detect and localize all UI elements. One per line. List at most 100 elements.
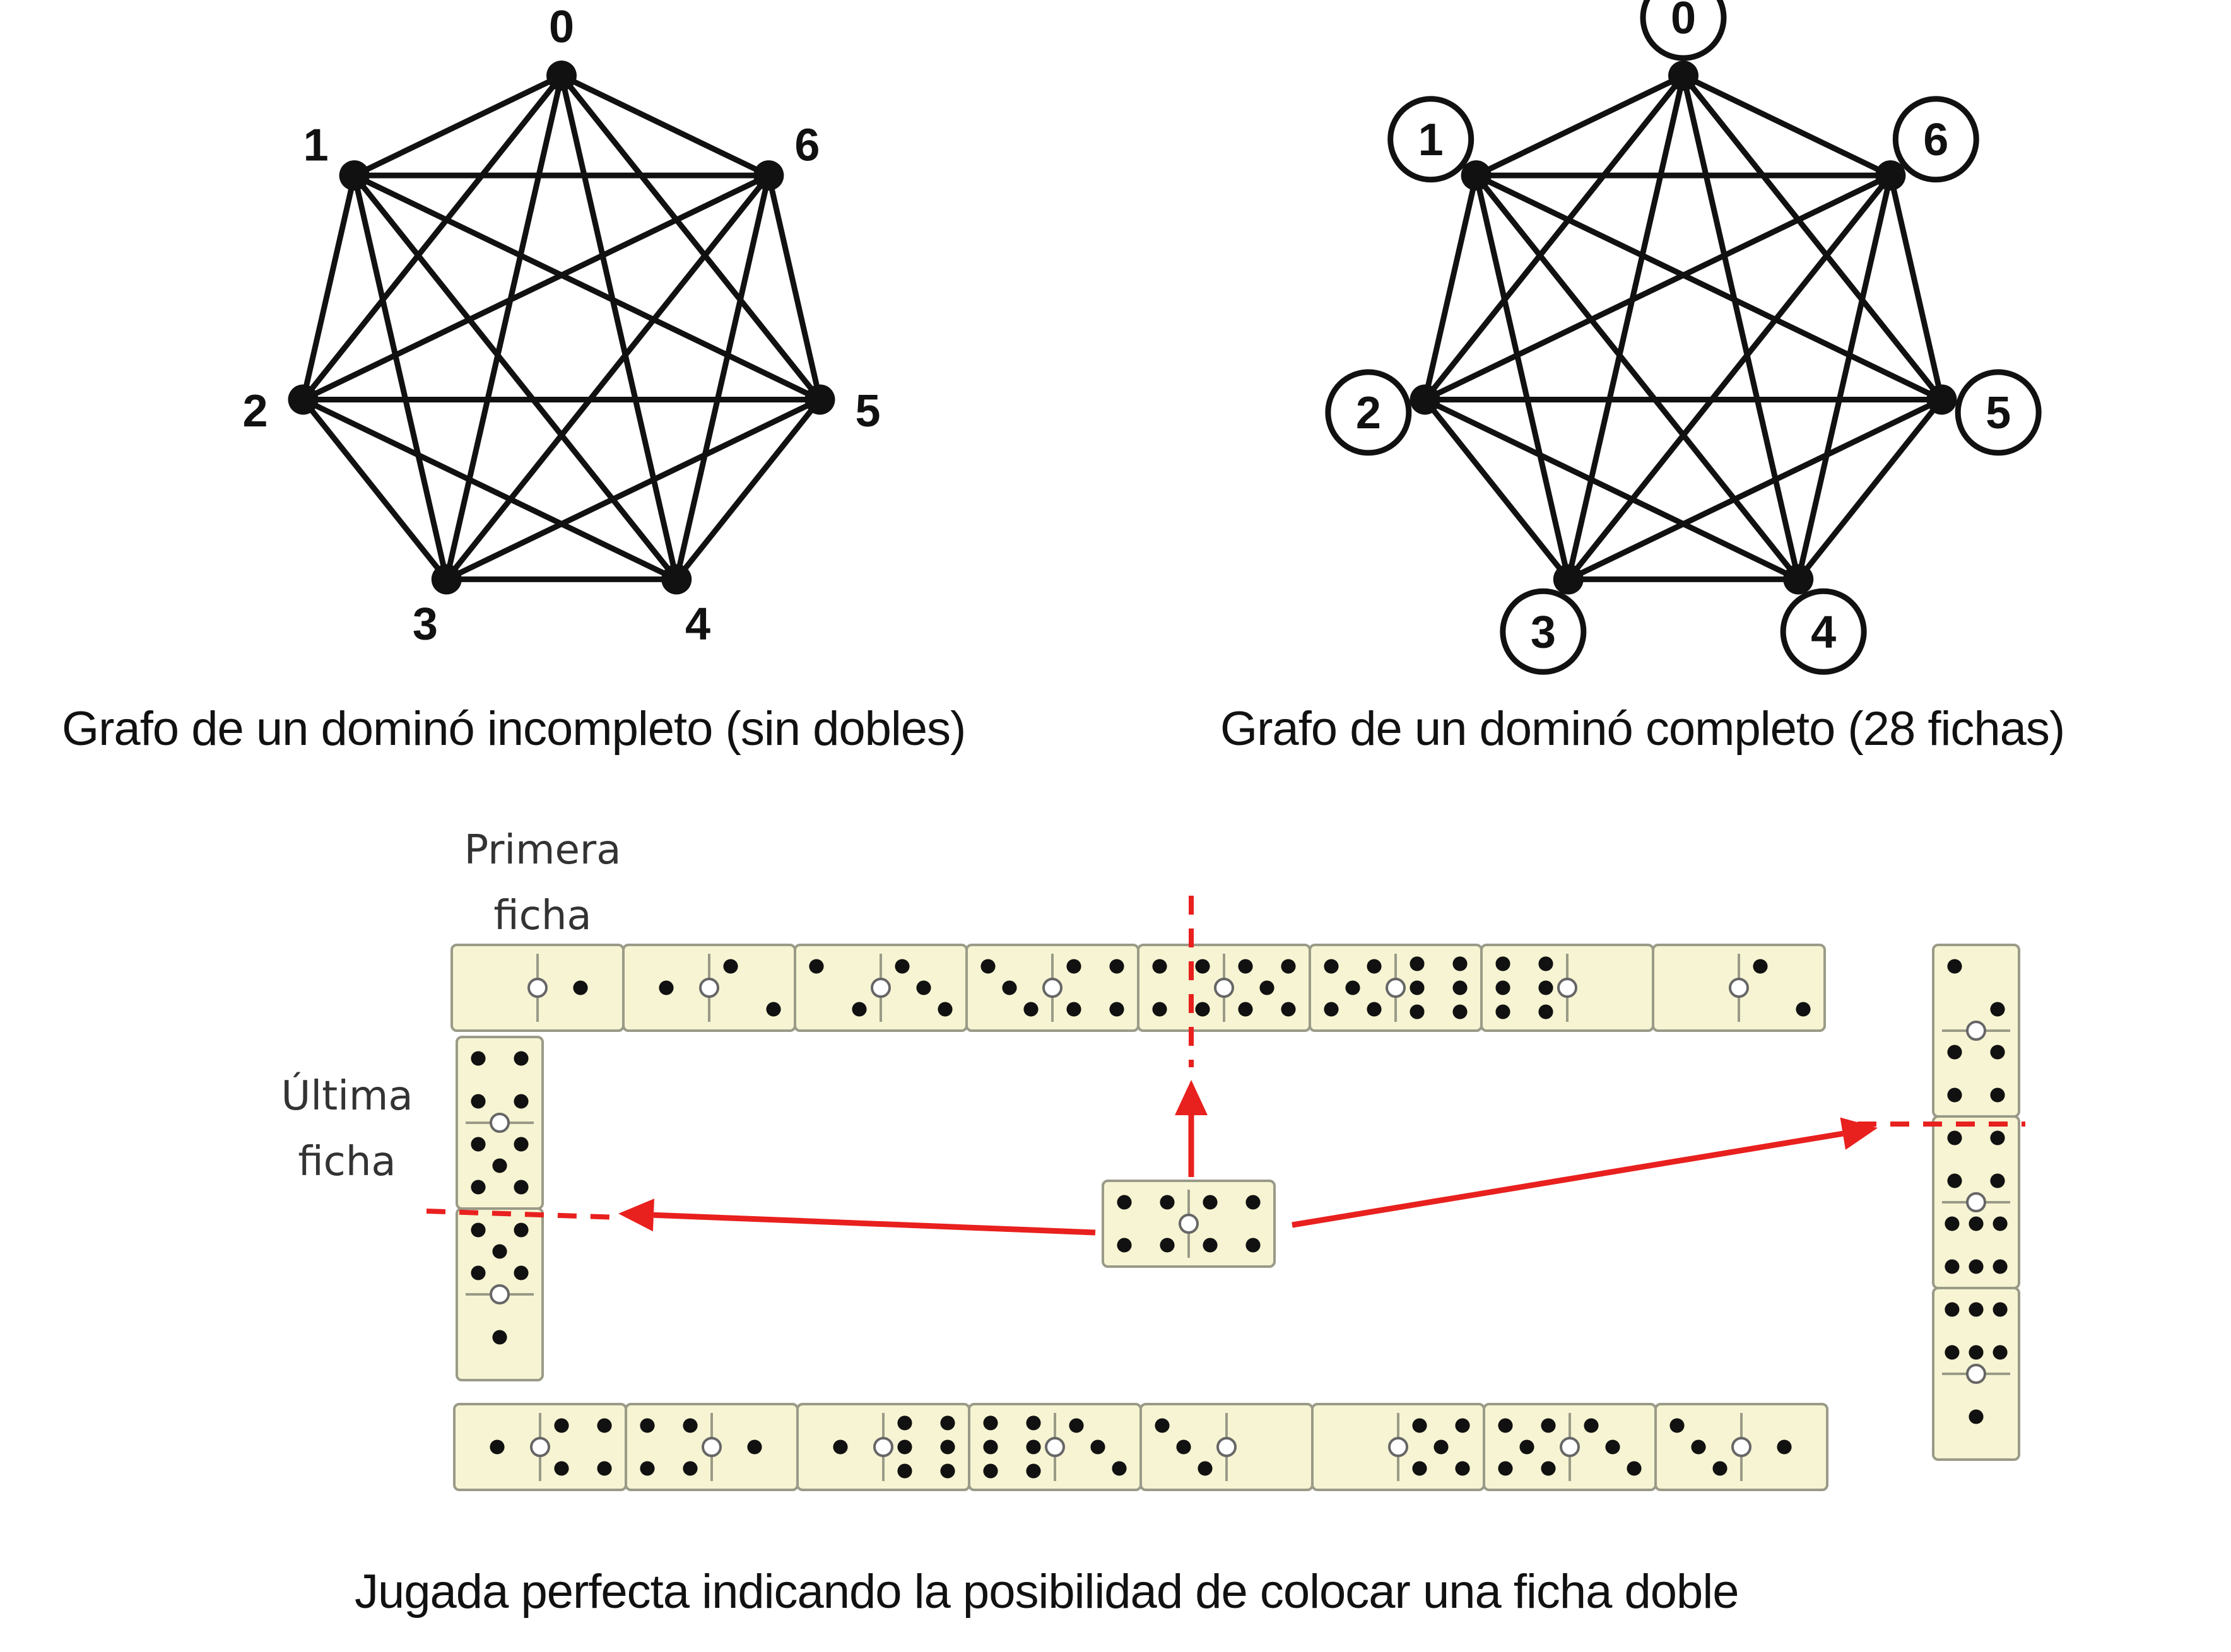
tile-pivot [1966, 1021, 1986, 1041]
pip [1066, 1002, 1081, 1017]
pip [1495, 1004, 1510, 1019]
pip [554, 1461, 569, 1476]
pip [1947, 1173, 1962, 1188]
tile-half-a [1155, 1418, 1213, 1476]
vertex-6 [753, 160, 784, 191]
tile-half-b [1777, 1439, 1792, 1455]
pip [1195, 1002, 1210, 1017]
arrow-left [618, 1198, 1096, 1236]
tile-pivot [1045, 1437, 1065, 1457]
left-tile-0 [456, 1036, 544, 1210]
pip [940, 1439, 955, 1455]
pip [1281, 959, 1296, 974]
vertex-label-2: 2 [1356, 388, 1381, 438]
edge-0-3 [1565, 73, 1686, 582]
top-tile-3 [965, 944, 1139, 1032]
edge-0-2 [300, 73, 565, 402]
tile-half-a [1947, 959, 2005, 1017]
last-tile-label: Última ficha [252, 1063, 442, 1195]
pip [895, 959, 910, 974]
pip [1947, 1130, 1962, 1145]
tile-half-a [1152, 959, 1210, 1017]
pip [1796, 1002, 1811, 1017]
vertex-label-4: 4 [685, 599, 710, 650]
pip [1367, 959, 1382, 974]
pip [1541, 1461, 1556, 1476]
tile-half-a [1117, 1195, 1175, 1253]
tile-half-b [1969, 1409, 1984, 1424]
edge-3-6 [1565, 172, 1893, 582]
pip [1990, 1173, 2005, 1188]
edge-2-6 [1422, 172, 1893, 402]
tile-half-b [1753, 959, 1811, 1017]
pip [1410, 1004, 1425, 1019]
top-tile-5 [1309, 944, 1483, 1032]
vertex-label-2: 2 [242, 386, 268, 436]
tile-half-a [983, 1415, 1041, 1479]
vertex-label-3: 3 [1531, 607, 1556, 657]
pip [1947, 1087, 1962, 1103]
pip [1990, 1130, 2005, 1145]
pip [492, 1330, 507, 1345]
first-tile-label-line1: Primera [464, 827, 621, 874]
vertex-3 [431, 564, 462, 595]
tile-half-b [1238, 959, 1296, 1017]
edge-0-3 [444, 73, 565, 582]
tile-pivot [1729, 978, 1749, 998]
pip [1969, 1259, 1984, 1274]
top-tile-0 [450, 944, 625, 1032]
tile-half-b [471, 1137, 529, 1195]
tile-pivot [490, 1284, 510, 1304]
label-ring-1 [1387, 96, 1475, 183]
edge-0-4 [558, 73, 680, 582]
placement-arrows [426, 896, 2025, 1236]
tile-half-b [747, 1439, 762, 1455]
edge-4-6 [673, 172, 772, 582]
pip [1498, 1461, 1513, 1476]
pip [514, 1180, 529, 1195]
top-tile-7 [1652, 944, 1826, 1032]
tile-pivot [699, 978, 719, 998]
pip [1452, 956, 1468, 971]
right-tile-2 [1932, 1287, 2020, 1461]
tile-half-a [809, 959, 867, 1017]
arrow-shaft [1292, 1130, 1844, 1228]
tile-half-b [895, 959, 953, 1017]
pip [1410, 980, 1425, 995]
pip [1324, 959, 1339, 974]
pip [1259, 980, 1274, 995]
top-tile-4 [1137, 944, 1311, 1032]
domino-ring [450, 944, 2020, 1491]
pip [1538, 1004, 1553, 1019]
pip [1117, 1195, 1132, 1210]
last-tile-label-line1: Última [281, 1073, 413, 1120]
pip [1245, 1238, 1261, 1253]
pip [1433, 1439, 1449, 1455]
tile-pivot [530, 1437, 550, 1457]
pip [1947, 959, 1962, 974]
pip [1203, 1195, 1218, 1210]
pip [1969, 1409, 1984, 1424]
tile-half-a [1945, 1302, 2008, 1360]
edge-3-6 [444, 172, 772, 582]
tile-half-b [1412, 1418, 1470, 1476]
tile-pivot [527, 978, 548, 998]
pip [1160, 1238, 1175, 1253]
pip [1324, 1002, 1339, 1017]
tile-pivot [1557, 978, 1577, 998]
pip [1947, 1045, 1962, 1060]
edge-0-2 [1422, 73, 1686, 402]
pip [1410, 956, 1425, 971]
pip [1990, 1087, 2005, 1103]
tile-pivot [1731, 1437, 1751, 1457]
edge-0-6 [1680, 73, 1893, 179]
label-ring-2 [1325, 369, 1412, 456]
pip [514, 1265, 529, 1280]
edge-1-2 [300, 172, 358, 402]
vertex-label-5: 5 [855, 386, 880, 436]
pip [766, 1002, 781, 1017]
edge-0-5 [558, 73, 823, 402]
pip [1993, 1345, 2008, 1360]
edge-4-5 [673, 396, 823, 582]
